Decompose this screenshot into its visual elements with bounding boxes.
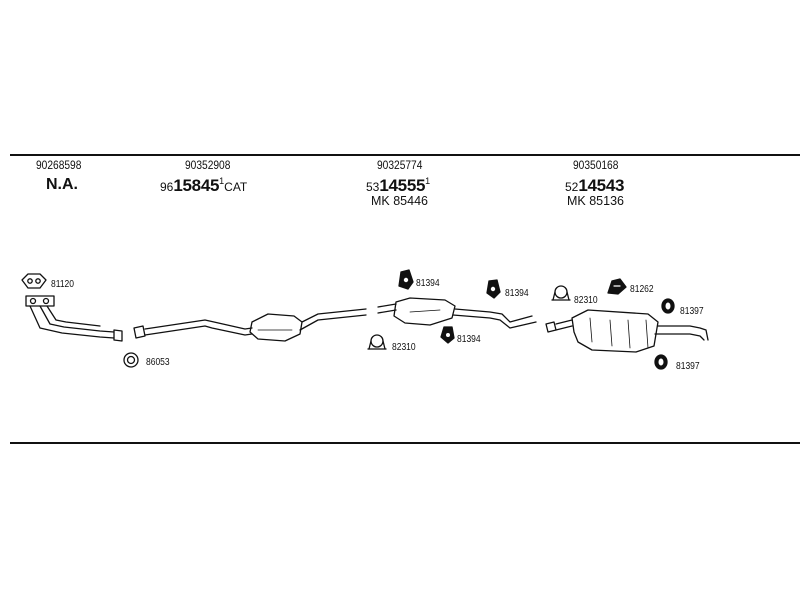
clamp-82310-b-icon <box>551 285 571 301</box>
oe-number-1: 90268598 <box>36 158 82 172</box>
rear-silencer-icon <box>545 309 709 353</box>
part-number-2-sup: 1 <box>219 176 225 186</box>
top-rule <box>10 154 800 156</box>
part-number-2-prefix: 96 <box>160 180 174 194</box>
part-number-4-main: 14543 <box>578 176 625 195</box>
part-number-2-main: 15845 <box>173 176 220 195</box>
part-number-4-prefix: 52 <box>565 180 579 194</box>
hanger-81262-icon <box>607 278 627 295</box>
label-81397-b: 81397 <box>676 361 700 372</box>
rubber-81394-c-icon <box>486 279 501 299</box>
oe-number-4: 90350168 <box>573 158 619 172</box>
rubber-81394-a-icon <box>398 269 414 290</box>
part-number-3-sup: 1 <box>425 176 431 186</box>
label-81394-a: 81394 <box>416 278 440 289</box>
part-number-2: 96158451CAT <box>160 176 247 196</box>
part-number-4: 5214543 <box>565 176 624 196</box>
rubber-81394-b-icon <box>440 326 455 344</box>
part-number-3: 53145551 <box>366 176 430 196</box>
middle-silencer-icon <box>377 297 537 329</box>
front-pipe-icon <box>25 295 123 342</box>
mk-number-3: MK 85446 <box>371 194 428 208</box>
gasket-81120-icon <box>21 273 47 289</box>
label-81262: 81262 <box>630 284 654 295</box>
rubber-81397-b-icon <box>654 354 668 370</box>
part-number-3-prefix: 53 <box>366 180 380 194</box>
label-81397-a: 81397 <box>680 306 704 317</box>
label-81394-b: 81394 <box>457 334 481 345</box>
part-number-1: N.A. <box>46 176 78 193</box>
mk-number-4: MK 85136 <box>567 194 624 208</box>
label-82310-b: 82310 <box>574 295 598 306</box>
oe-number-3: 90325774 <box>377 158 423 172</box>
clamp-82310-a-icon <box>367 334 387 350</box>
label-81394-c: 81394 <box>505 288 529 299</box>
label-81120: 81120 <box>51 279 75 290</box>
oe-number-2: 90352908 <box>185 158 231 172</box>
part-number-3-main: 14555 <box>379 176 426 195</box>
ring-86053-icon <box>123 352 139 368</box>
part-number-2-suffix: CAT <box>224 180 248 194</box>
rubber-81397-a-icon <box>661 298 675 314</box>
catalytic-converter-icon <box>133 308 367 342</box>
label-86053: 86053 <box>146 357 170 368</box>
bottom-rule <box>10 442 800 444</box>
label-82310-a: 82310 <box>392 342 416 353</box>
